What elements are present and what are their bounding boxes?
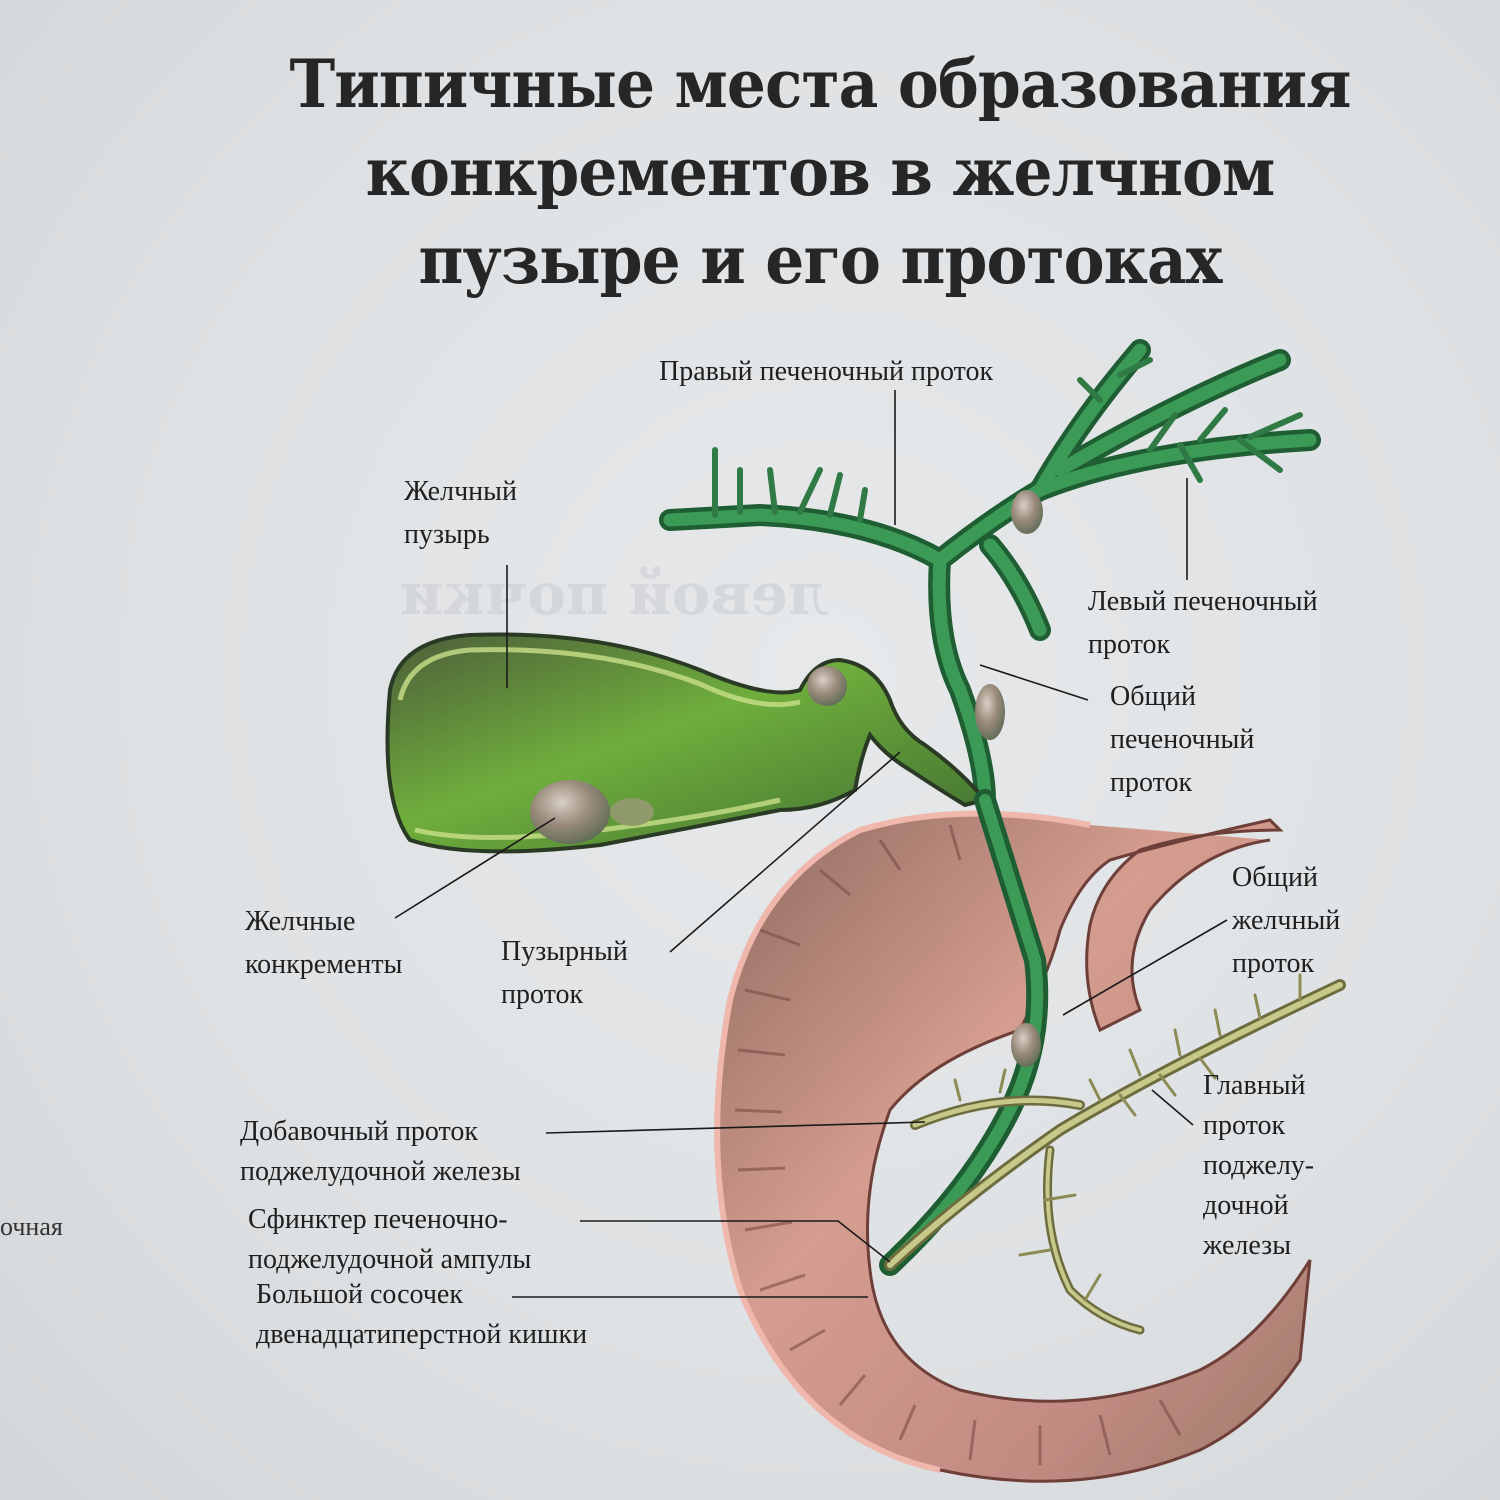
label-right-hepatic-duct: Правый печеночный проток <box>659 350 993 393</box>
label-line: проток <box>501 979 584 1010</box>
title-line-2: конкрементов в желчном <box>365 133 1276 211</box>
label-line: Желчные <box>245 906 356 937</box>
label-line: Желчный <box>404 476 517 507</box>
label-line: печеночный <box>1110 724 1255 755</box>
stone-common-hepatic <box>975 684 1005 740</box>
label-line: Правый печеночный проток <box>659 356 994 387</box>
label-line: железы <box>1203 1230 1292 1261</box>
leader-cystic-duct <box>669 751 901 953</box>
label-line: поджелу- <box>1203 1150 1315 1181</box>
label-line: Пузырный <box>501 936 628 967</box>
label-common-bile-duct: Общий желчный проток <box>1232 856 1340 985</box>
leader-gallstones <box>394 817 556 919</box>
label-line: Большой сосочек <box>256 1279 463 1310</box>
label-gallbladder: Желчный пузырь <box>404 470 517 556</box>
stone-neck <box>807 666 847 706</box>
leader-common-hepatic <box>979 664 1089 701</box>
label-line: конкременты <box>245 949 403 980</box>
cut-off-text-fragment: очная <box>0 1212 63 1241</box>
label-line: Добавочный проток <box>240 1116 479 1147</box>
label-line: Левый печеночный <box>1088 586 1318 617</box>
label-line: дочной <box>1203 1190 1289 1221</box>
label-line: проток <box>1088 629 1171 660</box>
label-line: проток <box>1110 767 1193 798</box>
duodenum <box>714 810 1312 1483</box>
label-left-hepatic-duct: Левый печеночный проток <box>1088 580 1318 666</box>
label-cystic-duct: Пузырный проток <box>501 930 628 1016</box>
leader-main-pancreatic <box>1151 1089 1194 1126</box>
page-title: Типичные места образования конкрементов … <box>271 40 1368 304</box>
leader-lines <box>394 390 1228 1298</box>
label-hepatopancreatic-sphincter: Сфинктер печеночно- поджелудочной ампулы <box>248 1200 531 1280</box>
leader-common-bile-duct <box>1062 919 1228 1016</box>
label-common-hepatic-duct: Общий печеночный проток <box>1110 675 1254 804</box>
pancreatic-ducts <box>884 973 1346 1335</box>
label-line: желчный <box>1232 905 1341 936</box>
label-line: пузырь <box>404 519 490 550</box>
label-line: Сфинктер печеночно- <box>248 1204 508 1235</box>
leader-accessory-pancreatic <box>545 1121 926 1134</box>
label-line: двенадцатиперстной кишки <box>256 1319 588 1350</box>
stone-large <box>530 780 610 844</box>
title-line-1: Типичные места образования <box>289 45 1351 123</box>
label-line: Общий <box>1110 681 1196 712</box>
label-line: поджелудочной ампулы <box>248 1244 532 1275</box>
label-accessory-pancreatic-duct: Добавочный проток поджелудочной железы <box>240 1112 521 1192</box>
label-main-pancreatic-duct: Главный проток поджелу- дочной железы <box>1203 1066 1314 1266</box>
leader-sphincter <box>580 1220 891 1263</box>
label-line: Общий <box>1232 862 1318 893</box>
label-line: проток <box>1203 1110 1286 1141</box>
stone-left-hepatic <box>1011 490 1043 534</box>
label-line: поджелудочной железы <box>240 1156 521 1187</box>
label-major-duodenal-papilla: Большой сосочек двенадцатиперстной кишки <box>256 1275 587 1355</box>
hepatic-duct-tree <box>659 339 1321 811</box>
label-line: Главный <box>1203 1070 1306 1101</box>
gallbladder <box>385 632 989 854</box>
label-line: проток <box>1232 948 1315 979</box>
stone-common-bile <box>1011 1023 1041 1067</box>
label-gallstones: Желчные конкременты <box>245 900 402 986</box>
title-line-3: пузыре и его протоках <box>418 221 1222 299</box>
